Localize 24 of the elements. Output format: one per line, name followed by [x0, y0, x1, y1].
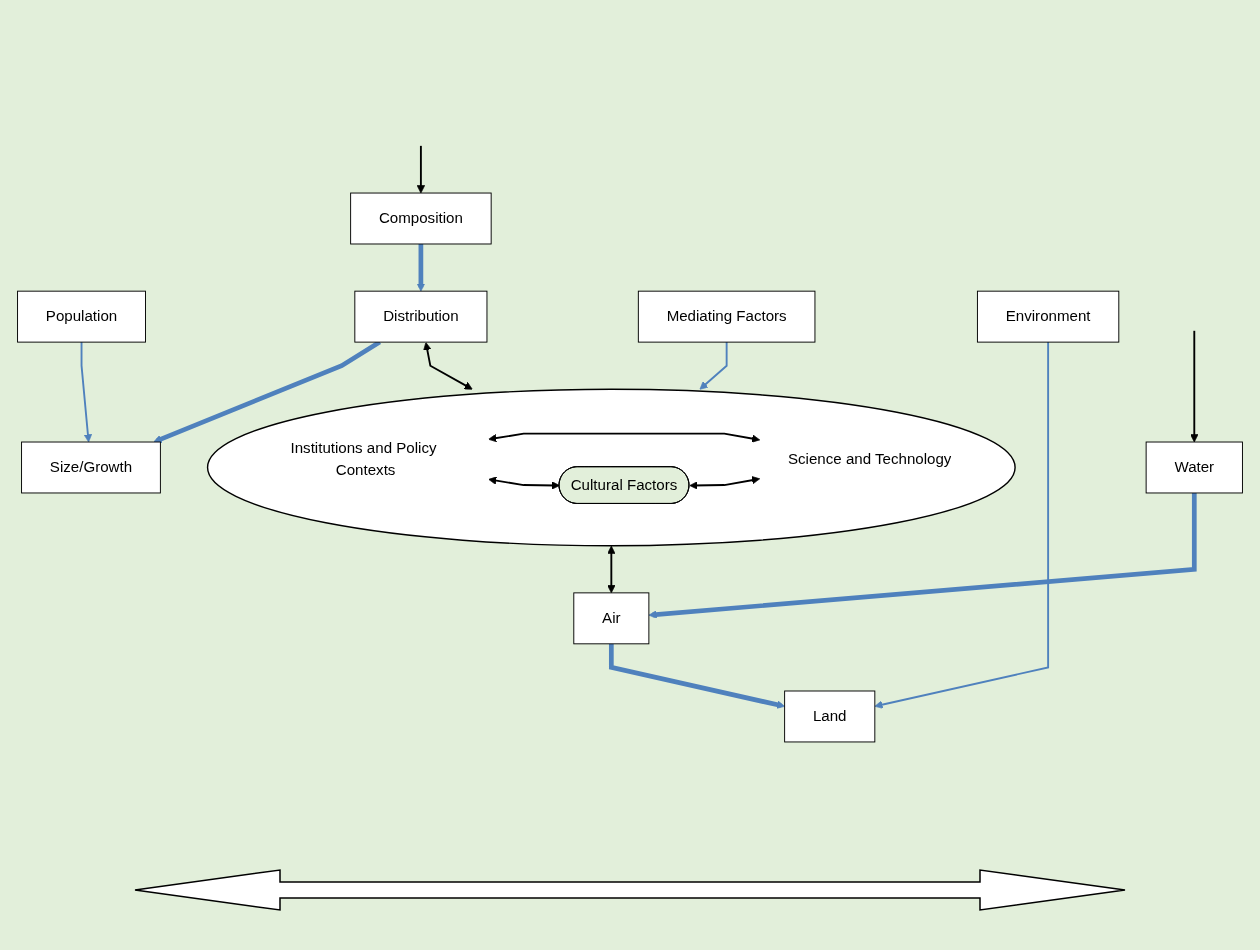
- arrow: [874, 341, 1050, 709]
- arrow: [648, 493, 1197, 619]
- arrow: [488, 476, 560, 490]
- node-box: Composition: [350, 192, 492, 245]
- arrow: [423, 342, 473, 390]
- node-box: Size/Growth: [21, 441, 161, 494]
- arrow: [608, 644, 785, 709]
- arrow: [699, 341, 728, 390]
- node-box: Distribution: [354, 290, 488, 343]
- arrow: [607, 545, 616, 594]
- arrow: [689, 476, 761, 490]
- arrow: [416, 244, 426, 292]
- arrow: [488, 432, 761, 443]
- node-box: Air: [573, 592, 650, 645]
- node-box: Population: [17, 290, 146, 343]
- node-box: Mediating Factors: [637, 290, 816, 343]
- node-text: Science and Technology: [788, 451, 952, 468]
- node-box: Environment: [976, 290, 1120, 343]
- arrow: [1190, 330, 1199, 443]
- arrow: [80, 341, 93, 443]
- node-box: Land: [784, 690, 876, 743]
- arrow: [416, 145, 426, 194]
- node-box: Water: [1145, 441, 1243, 494]
- node-text: Institutions and Policy Contexts: [290, 439, 437, 479]
